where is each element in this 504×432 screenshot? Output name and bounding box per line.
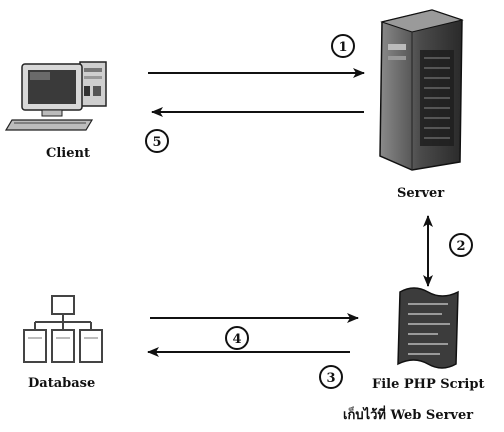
step-marker-2: 2	[449, 233, 473, 257]
database-label: Database	[28, 376, 96, 391]
step-number-1: 1	[338, 40, 347, 55]
step-marker-3: 3	[319, 365, 343, 389]
step-marker-1: 1	[331, 34, 355, 58]
step-number-2: 2	[456, 239, 465, 254]
client-label: Client	[46, 146, 90, 161]
php-script-label: File PHP Script	[372, 377, 485, 392]
database-hierarchy-icon	[23, 295, 103, 363]
step-number-5: 5	[152, 135, 161, 150]
step-marker-4: 4	[225, 326, 249, 350]
step-marker-5: 5	[145, 129, 169, 153]
step-number-3: 3	[326, 371, 335, 386]
tower-server-icon	[379, 9, 464, 171]
server-label: Server	[397, 186, 445, 201]
desktop-computer-icon	[4, 61, 107, 131]
script-document-icon	[397, 287, 459, 369]
step-number-4: 4	[232, 332, 241, 347]
php-script-location-label: เก็บไว้ที่ Web Server	[343, 408, 474, 423]
